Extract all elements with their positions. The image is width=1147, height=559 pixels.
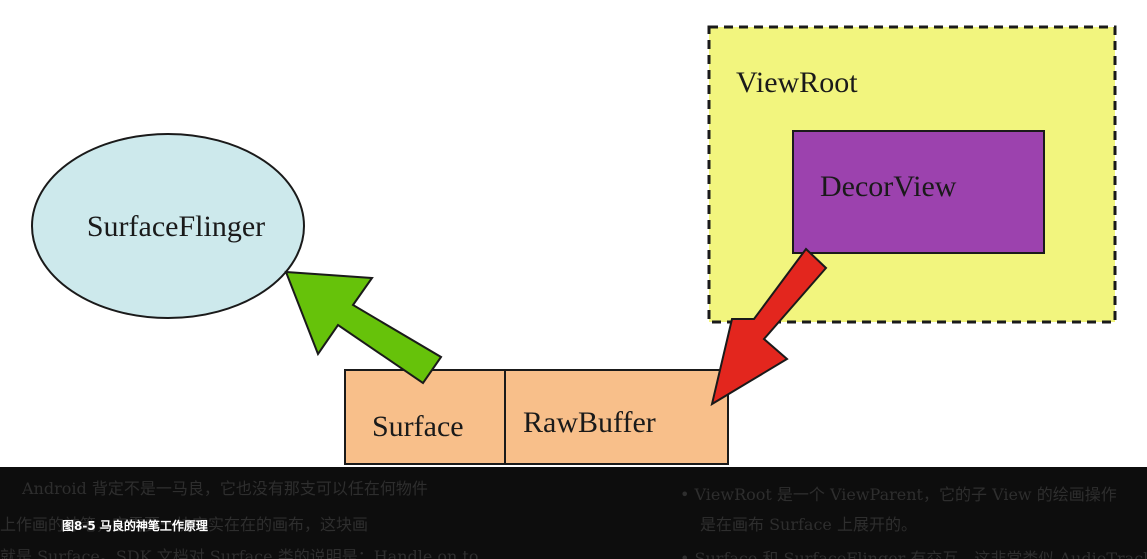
decorview-label: DecorView [820, 170, 957, 203]
bg-text-line: 上作画的神笔，它需要一块实实在在的画布，这块画 [0, 515, 369, 534]
viewroot-label: ViewRoot [736, 66, 858, 99]
surfaceflinger-ellipse [31, 133, 305, 319]
bg-text-line: 就是 Surface。SDK 文档对 Surface 类的说明是：Handle … [0, 547, 479, 559]
bg-text-line: Android 背定不是一马良，它也没有那支可以任在何物件 [22, 479, 428, 498]
decorview-box [792, 130, 1045, 254]
rawbuffer-label: RawBuffer [523, 406, 656, 439]
caption-bar: Android 背定不是一马良，它也没有那支可以任在何物件 上作画的神笔，它需要… [0, 467, 1147, 559]
surfaceflinger-node: SurfaceFlinger [31, 133, 305, 319]
bg-text-line: • ViewRoot 是一个 ViewParent，它的子 View 的绘画操作 [680, 485, 1117, 504]
bg-text-line: • Surface 和 SurfaceFlinger 有交互，这非常类似 Aud… [680, 549, 1147, 559]
rawbuffer-node: RawBuffer [504, 369, 729, 465]
figure-caption: 图8-5 马良的神笔工作原理 [62, 519, 208, 533]
surface-node: Surface [344, 369, 506, 465]
red-arrow [710, 247, 828, 407]
bg-text-line: 是在画布 Surface 上展开的。 [700, 515, 917, 534]
surface-label: Surface [372, 410, 464, 443]
green-arrow [284, 270, 443, 385]
diagram-canvas: SurfaceFlinger ViewRoot DecorView Surfac… [31, 25, 1117, 465]
decorview-node: DecorView [792, 130, 1045, 254]
surfaceflinger-label: SurfaceFlinger [87, 210, 265, 243]
rawbuffer-box [504, 369, 729, 465]
